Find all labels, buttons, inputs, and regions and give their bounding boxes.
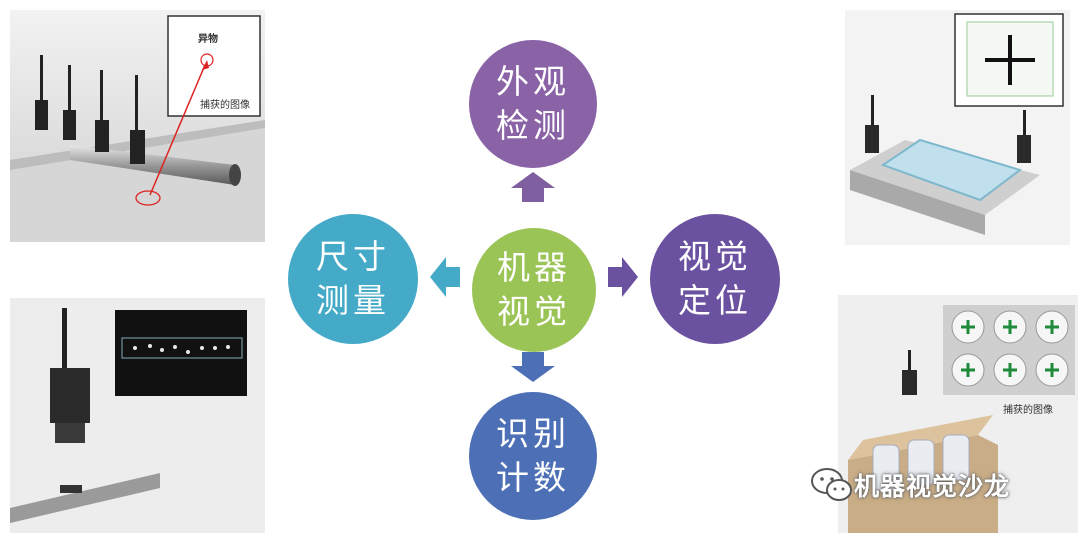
node-recognition-counting: 识别 计数 xyxy=(469,392,597,520)
positioning-illustration xyxy=(845,10,1070,245)
image-visual-positioning xyxy=(845,10,1070,245)
node-machine-vision-line2: 视觉 xyxy=(497,292,571,331)
watermark: 机器视觉沙龙 xyxy=(810,462,1010,508)
foreign-object-label: 异物 xyxy=(198,34,218,45)
node-visual-positioning: 视觉 定位 xyxy=(650,214,780,344)
image-counting: 捕获的图像 xyxy=(838,295,1078,533)
node-appearance-inspection-line2: 检测 xyxy=(496,106,570,145)
node-visual-positioning-line2: 定位 xyxy=(678,281,752,320)
node-dimension-measurement-line2: 测量 xyxy=(316,281,390,320)
arrow-down-icon xyxy=(511,352,555,382)
node-appearance-inspection: 外观 检测 xyxy=(469,40,597,168)
image-dimension-measurement xyxy=(10,298,265,533)
node-dimension-measurement: 尺寸 测量 xyxy=(288,214,418,344)
captured-image-label-2: 捕获的图像 xyxy=(1003,405,1053,416)
measurement-illustration xyxy=(10,298,265,533)
node-dimension-measurement-line1: 尺寸 xyxy=(316,237,390,276)
arrow-right-icon xyxy=(608,257,638,297)
node-machine-vision-line1: 机器 xyxy=(497,248,571,287)
pipe-inspection-illustration xyxy=(10,10,265,242)
node-recognition-counting-line2: 计数 xyxy=(496,458,570,497)
wechat-icon xyxy=(810,465,854,505)
arrow-up-icon xyxy=(511,172,555,202)
counting-illustration xyxy=(838,295,1078,533)
node-appearance-inspection-line1: 外观 xyxy=(496,62,570,101)
node-visual-positioning-line1: 视觉 xyxy=(678,237,752,276)
node-recognition-counting-line1: 识别 xyxy=(496,414,570,453)
image-foreign-object-inspection: 异物 捕获的图像 xyxy=(10,10,265,242)
captured-image-label: 捕获的图像 xyxy=(200,100,250,111)
watermark-text: 机器视觉沙龙 xyxy=(854,472,1011,501)
arrow-left-icon xyxy=(430,257,460,297)
node-machine-vision: 机器 视觉 xyxy=(472,228,596,352)
